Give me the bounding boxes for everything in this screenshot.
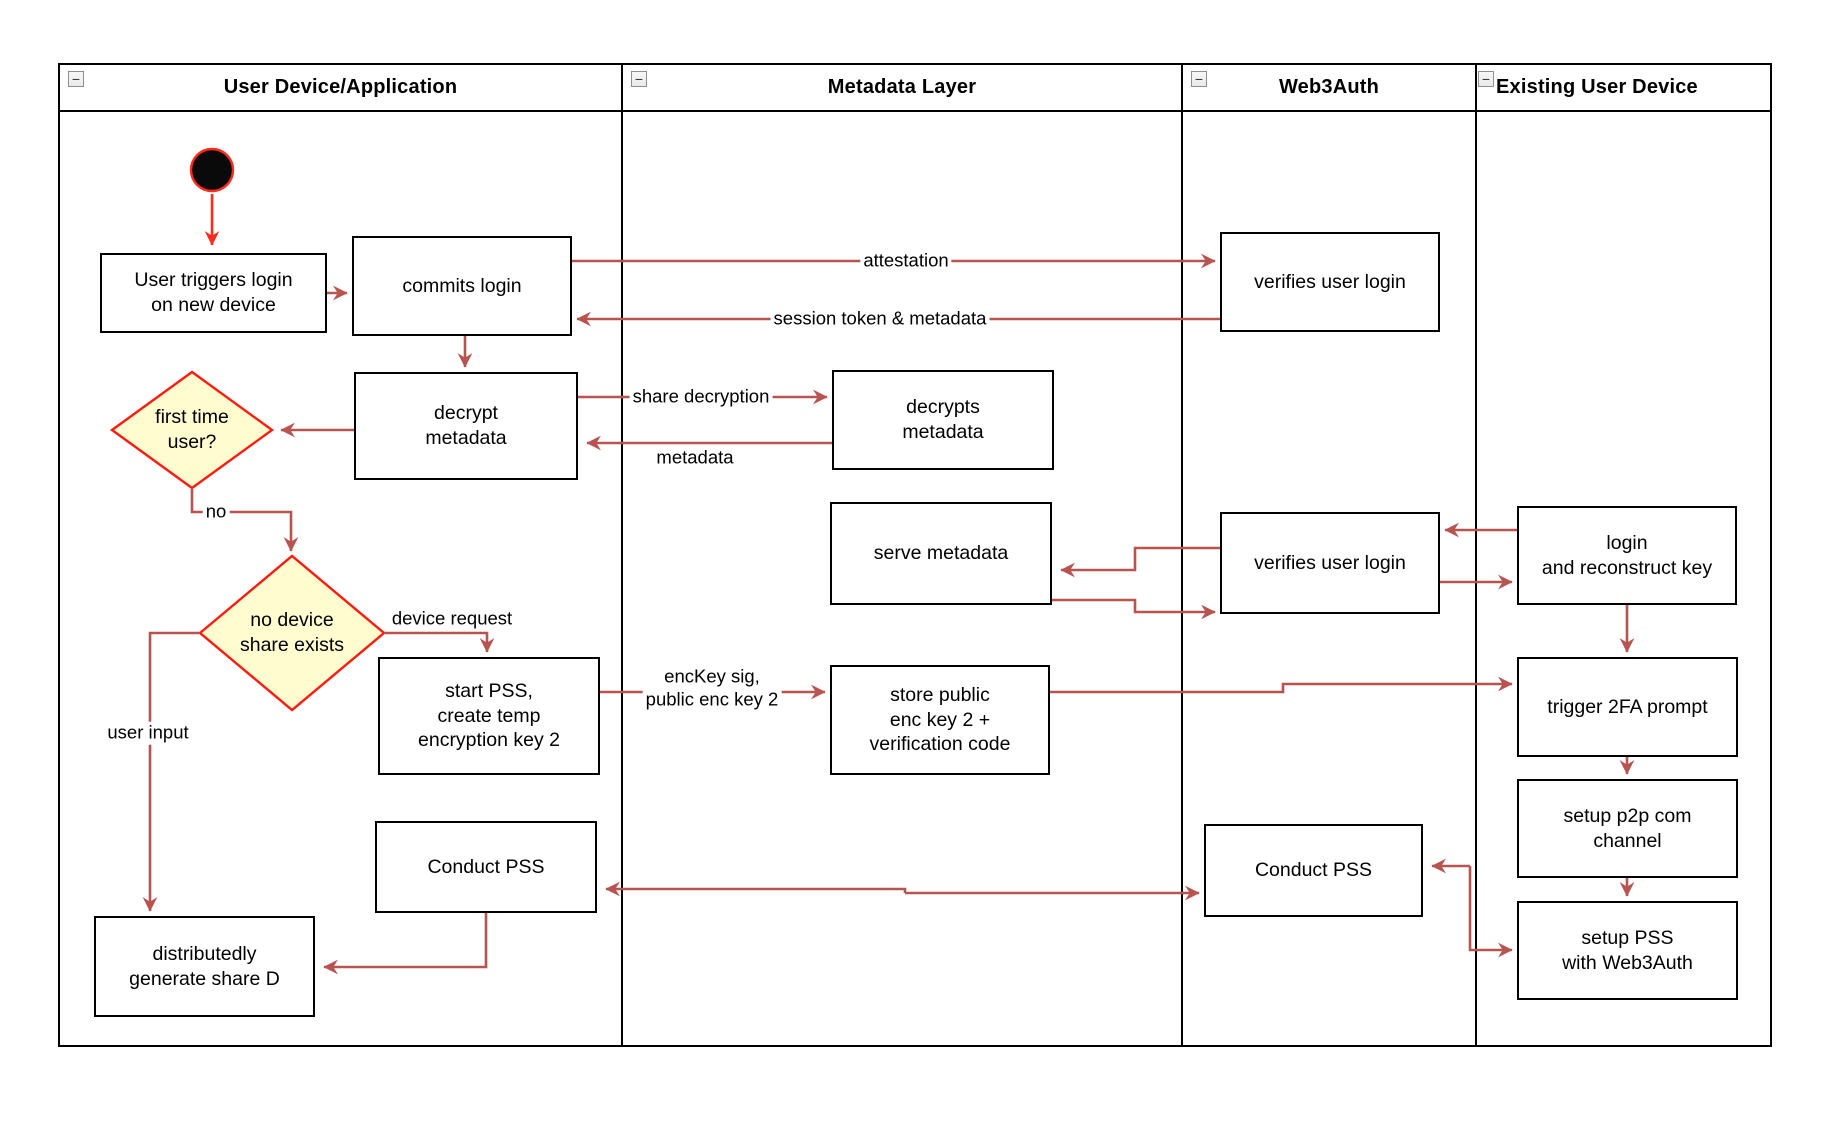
node-user-triggers-login: User triggers login on new device <box>100 253 327 333</box>
edge-label-no: no <box>202 500 230 524</box>
edge-label-share-decryption: share decryption <box>629 385 773 409</box>
lane-header-metadata-layer: − Metadata Layer <box>623 65 1181 110</box>
node-conduct-pss-app: Conduct PSS <box>375 821 597 913</box>
node-start-pss: start PSS, create temp encryption key 2 <box>378 657 600 775</box>
lane-title-existing-device: Existing User Device <box>1496 76 1698 98</box>
node-distributedly-generate: distributedly generate share D <box>94 916 315 1017</box>
node-setup-pss-web3auth: setup PSS with Web3Auth <box>1517 901 1738 1000</box>
collapse-lane-icon[interactable]: − <box>68 71 84 87</box>
node-decrypts-metadata: decrypts metadata <box>832 370 1054 470</box>
lane-title-metadata-layer: Metadata Layer <box>827 76 977 98</box>
node-login-reconstruct-key: login and reconstruct key <box>1517 506 1737 605</box>
node-verifies-user-login-2: verifies user login <box>1220 512 1440 614</box>
node-setup-p2p-channel: setup p2p com channel <box>1517 779 1738 878</box>
lane-header-existing-device: − Existing User Device <box>1477 65 1770 110</box>
node-store-public-enc-key: store public enc key 2 + verification co… <box>830 665 1050 775</box>
lane-header-user-device: − User Device/Application <box>60 65 621 110</box>
node-trigger-2fa-prompt: trigger 2FA prompt <box>1517 657 1738 757</box>
edge-label-device-request: device request <box>391 607 513 629</box>
collapse-lane-icon[interactable]: − <box>631 71 647 87</box>
collapse-lane-icon[interactable]: − <box>1191 71 1207 87</box>
edge-label-user-input: user input <box>104 721 192 745</box>
edge-label-metadata: metadata <box>656 446 734 468</box>
node-serve-metadata: serve metadata <box>830 502 1052 605</box>
diamond-label-first-time-user: first time user? <box>155 406 229 453</box>
node-verifies-user-login-1: verifies user login <box>1220 232 1440 332</box>
diamond-label-no-device-share: no device share exists <box>239 609 345 656</box>
lane-divider-3 <box>1475 63 1477 1047</box>
lane-divider-1 <box>621 63 623 1047</box>
node-decrypt-metadata: decrypt metadata <box>354 372 578 480</box>
node-commits-login: commits login <box>352 236 572 336</box>
lane-header-web3auth: − Web3Auth <box>1183 65 1475 110</box>
lane-header-separator <box>58 110 1772 112</box>
edge-label-session-token: session token & metadata <box>770 307 990 331</box>
lane-title-web3auth: Web3Auth <box>1278 76 1380 98</box>
node-conduct-pss-web3auth: Conduct PSS <box>1204 824 1423 917</box>
lane-divider-2 <box>1181 63 1183 1047</box>
lane-title-user-device: User Device/Application <box>223 76 458 98</box>
edge-label-enckey: encKey sig, public enc key 2 <box>642 665 782 711</box>
edge-label-attestation: attestation <box>860 249 952 273</box>
collapse-lane-icon[interactable]: − <box>1478 71 1494 87</box>
